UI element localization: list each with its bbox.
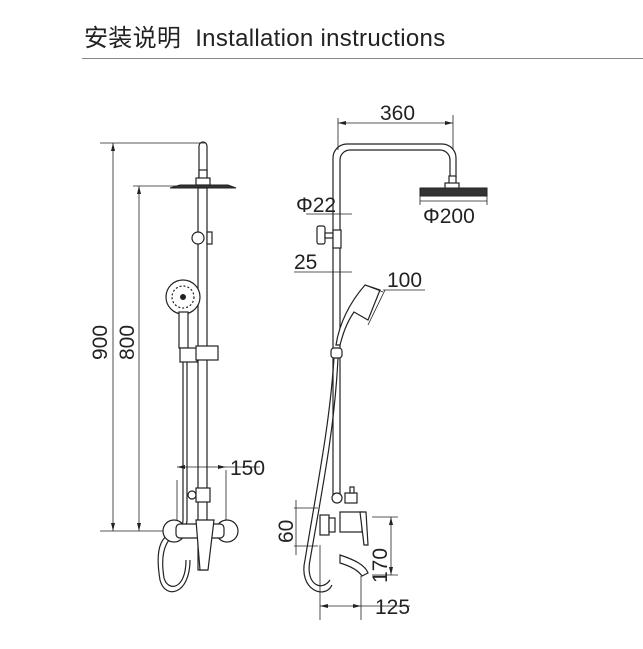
dim-phi22: Φ22	[296, 194, 336, 217]
title-english: Installation instructions	[195, 25, 446, 52]
front-view: 900 800 150	[89, 141, 265, 593]
dim-150: 150	[230, 457, 265, 480]
dim-170: 170	[369, 548, 392, 583]
side-view: 360 Φ200 Φ22 25 100	[275, 102, 488, 620]
title-chinese: 安装说明	[84, 25, 182, 52]
dim-900: 900	[89, 325, 112, 360]
dim-60: 60	[275, 520, 298, 543]
dim-800: 800	[116, 325, 139, 360]
page-title: 安装说明 Installation instructions	[84, 18, 460, 53]
title-divider	[82, 58, 643, 59]
dim-phi200: Φ200	[423, 205, 475, 228]
dim-25: 25	[294, 251, 317, 274]
dim-360: 360	[380, 102, 415, 125]
dim-125: 125	[375, 596, 410, 619]
dim-100: 100	[387, 269, 422, 292]
